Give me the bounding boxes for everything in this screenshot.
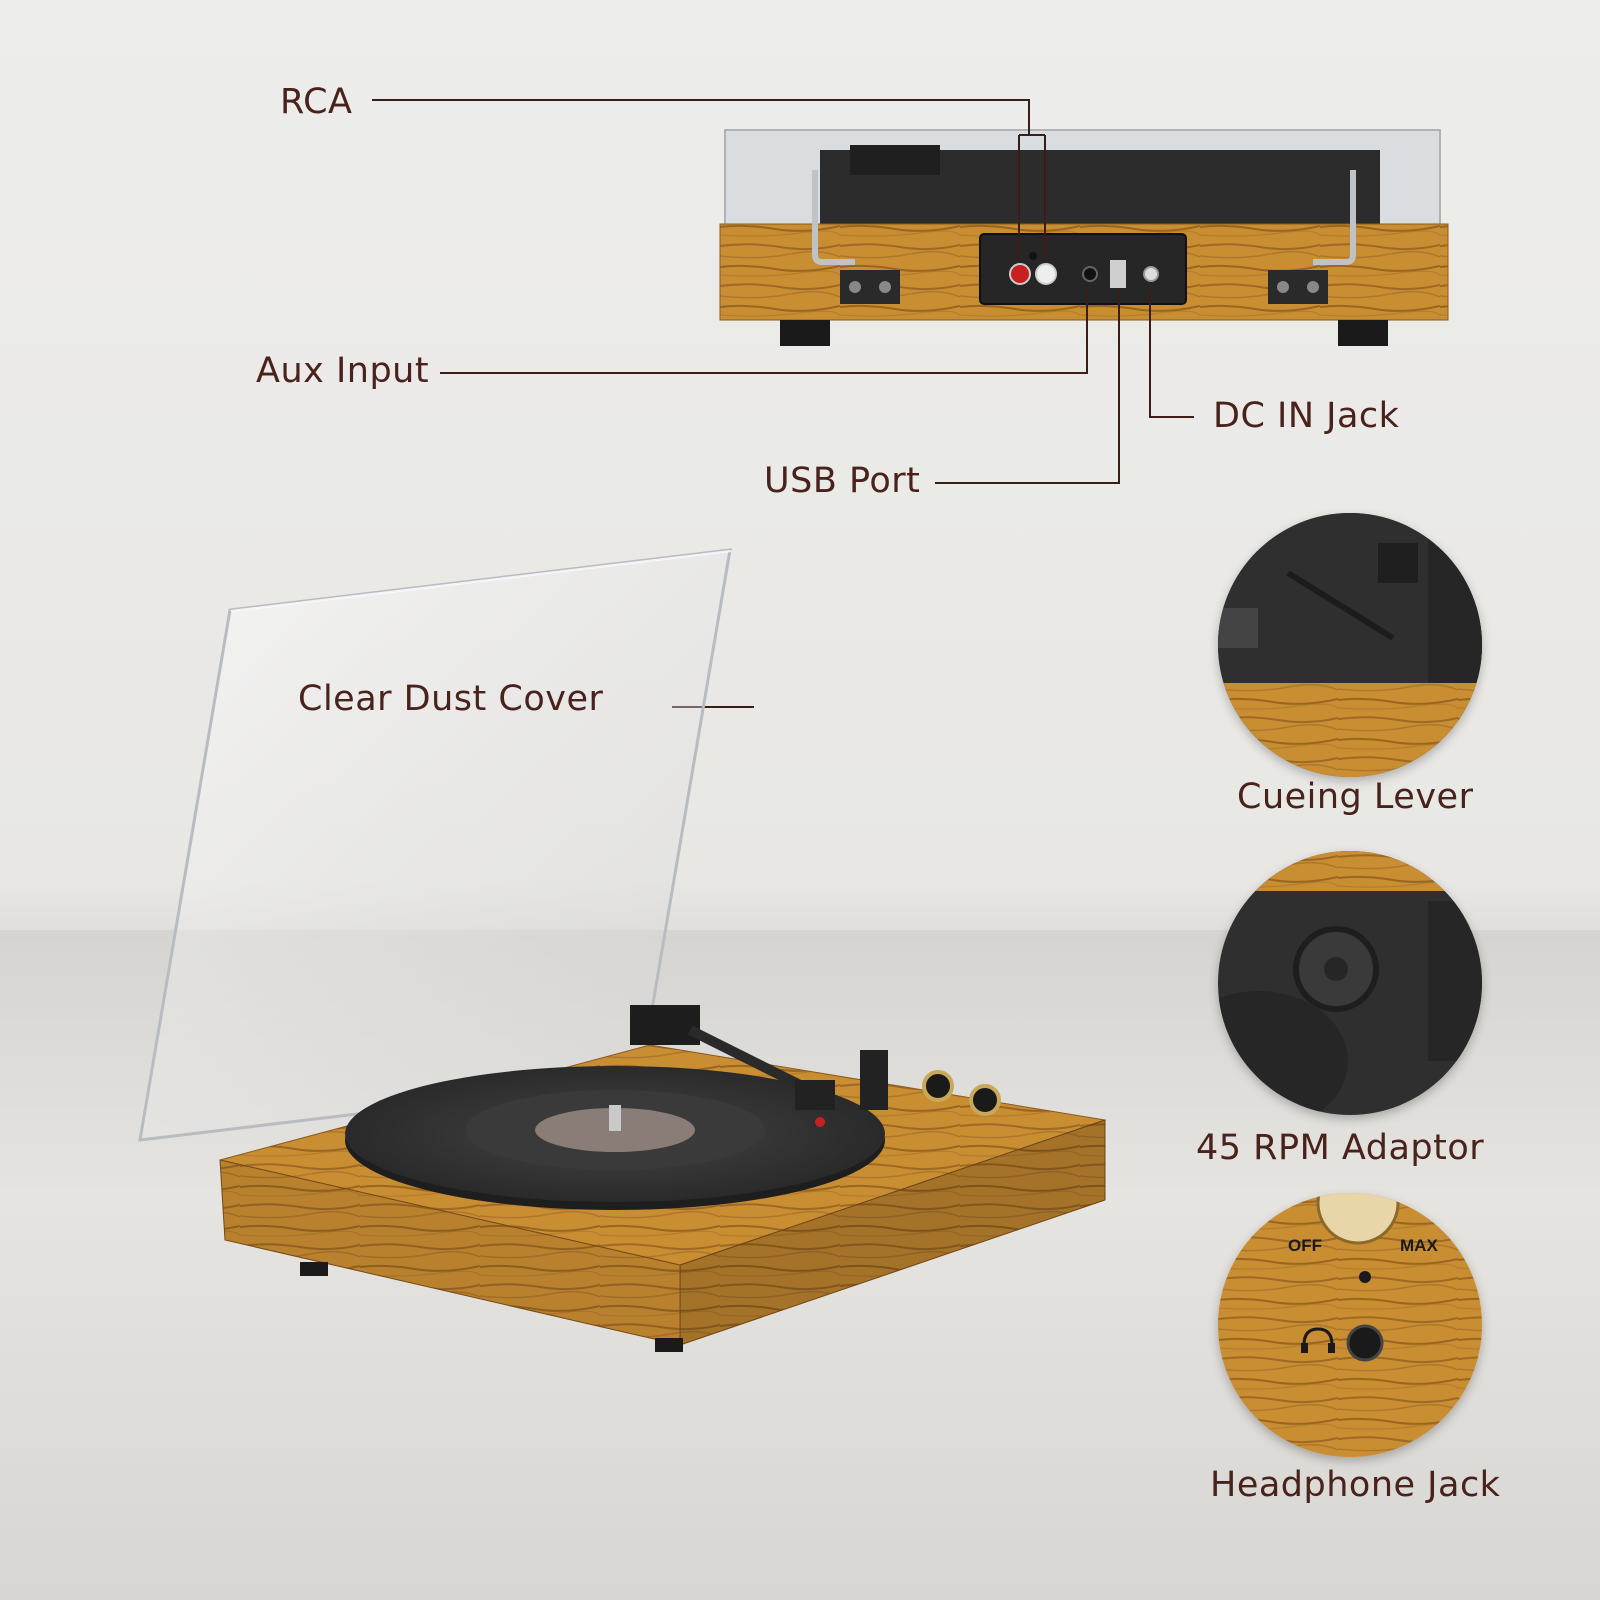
main-turntable (138, 548, 1106, 1352)
rca-label: RCA (280, 82, 353, 122)
headphone-jack-detail: OFF MAX (1218, 1193, 1482, 1457)
aux-input-label: Aux Input (256, 351, 430, 391)
rear-view-turntable (719, 129, 1449, 346)
dc-in-jack-label: DC IN Jack (1213, 396, 1400, 436)
off-label: OFF (1288, 1236, 1322, 1255)
max-label: MAX (1400, 1236, 1438, 1255)
clear-dust-cover-label: Clear Dust Cover (298, 679, 604, 719)
usb-port-label: USB Port (764, 461, 921, 501)
45-rpm-adaptor-detail (1218, 851, 1482, 1115)
cueing-lever-label: Cueing Lever (1237, 777, 1474, 817)
45-rpm-adaptor-label: 45 RPM Adaptor (1196, 1128, 1485, 1168)
headphone-jack-label: Headphone Jack (1210, 1465, 1501, 1505)
cueing-lever-detail (1218, 513, 1482, 777)
leader-lines (372, 99, 1194, 708)
